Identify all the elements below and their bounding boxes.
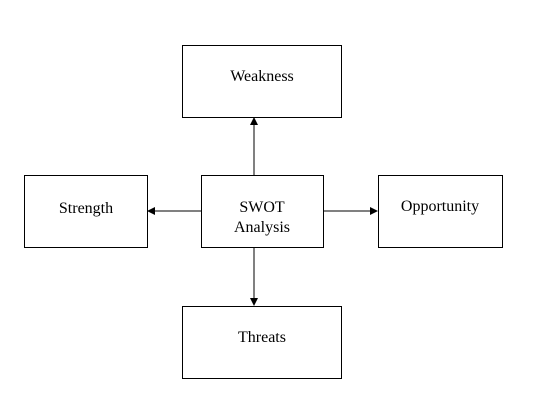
arrowhead-down-icon: [250, 298, 258, 306]
connector-to-strength: [147, 207, 201, 215]
strength-label: Strength: [59, 200, 113, 217]
connector-to-threats: [250, 247, 258, 306]
threats-label: Threats: [238, 329, 286, 346]
swot-label-line2: Analysis: [234, 219, 290, 236]
node-weakness: Weakness: [182, 45, 342, 118]
arrowhead-up-icon: [250, 117, 258, 125]
connector-to-weakness: [250, 117, 258, 176]
node-opportunity: Opportunity: [378, 175, 503, 248]
arrowhead-left-icon: [147, 207, 155, 215]
weakness-label: Weakness: [230, 68, 294, 85]
node-threats: Threats: [182, 306, 342, 379]
opportunity-label: Opportunity: [401, 198, 479, 215]
swot-label-line1: SWOT: [239, 199, 285, 216]
connector-to-opportunity: [323, 207, 378, 215]
node-swot-analysis: SWOT Analysis: [201, 175, 324, 248]
node-strength: Strength: [24, 175, 148, 248]
arrowhead-right-icon: [370, 207, 378, 215]
